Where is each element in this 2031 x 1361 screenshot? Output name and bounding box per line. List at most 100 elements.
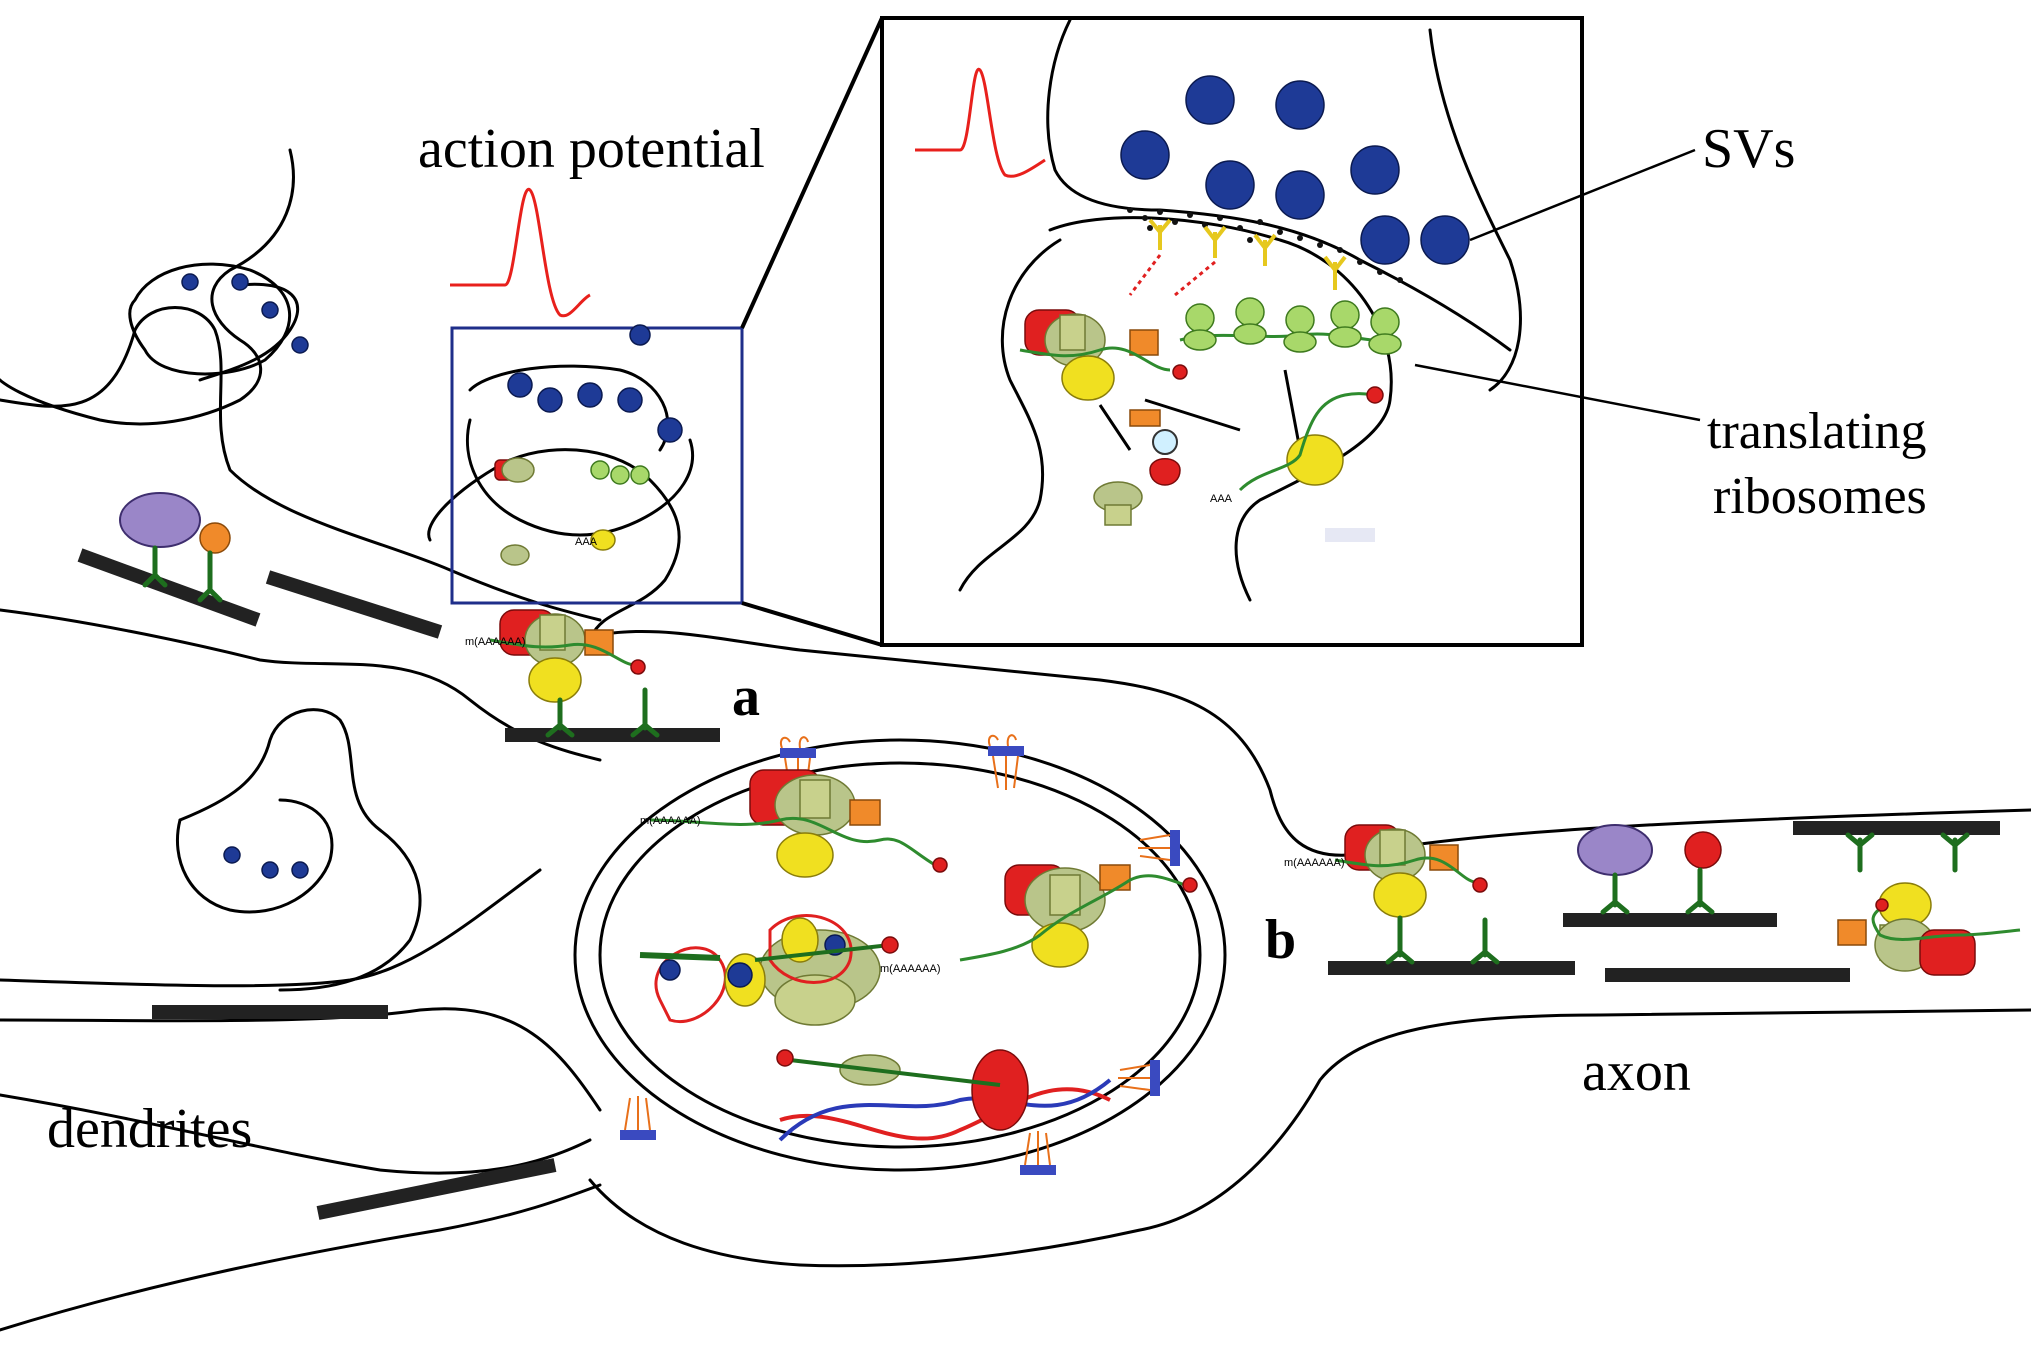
nuclear-envelope-inner <box>598 761 1202 1149</box>
synaptic-vesicle-icon <box>1275 170 1325 220</box>
ribosome-icon <box>1233 297 1267 345</box>
synaptic-vesicle-icon <box>1360 215 1410 265</box>
ribosome-icon <box>500 544 530 566</box>
label-dendrites: dendrites <box>47 1098 252 1160</box>
rna-granule-icon <box>1019 309 1188 401</box>
motor-protein-icon <box>1470 917 1500 965</box>
synaptic-vesicle-icon <box>291 861 309 879</box>
mitochondrion-icon <box>119 492 201 548</box>
label-action-potential: action potential <box>418 118 765 180</box>
synaptic-vesicle-icon <box>1350 145 1400 195</box>
synaptic-vesicle-icon <box>1205 160 1255 210</box>
inset-presynaptic-outline <box>1046 18 1522 392</box>
ribosome-icon <box>1183 303 1217 351</box>
nuclear-pore-icon <box>1020 1131 1056 1175</box>
motor-protein-icon <box>142 545 168 588</box>
dendritic-spine-outline <box>427 448 681 642</box>
synaptic-vesicle-icon <box>617 387 643 413</box>
motor-protein-icon <box>630 687 660 738</box>
inset-box-large: AAA <box>880 16 1584 647</box>
leader-line-ribosomes <box>1414 363 1701 422</box>
cargo-icon <box>1684 831 1722 869</box>
flow-arrow <box>1098 404 1132 451</box>
synaptic-vesicle-icon <box>577 382 603 408</box>
ribosome-icon <box>639 914 899 1026</box>
microtubule <box>265 570 443 639</box>
motor-protein-icon <box>1685 867 1715 915</box>
dendrite-main-outline-lower <box>0 1007 602 1112</box>
label-axon: axon <box>1582 1041 1691 1103</box>
synaptic-vesicle-icon <box>1420 215 1470 265</box>
motor-protein-icon <box>197 550 223 603</box>
action-potential-trace-icon <box>450 188 591 318</box>
action-potential-trace-icon <box>915 68 1046 178</box>
label-panel-b: b <box>1265 909 1296 971</box>
polyA-tail-label: m(AAAAAA) <box>880 963 941 975</box>
nuclear-envelope-outer <box>573 738 1227 1172</box>
microtubules <box>77 548 2000 1220</box>
zoom-connector-line <box>740 17 884 329</box>
ribosome-icon <box>501 457 535 483</box>
soma-outline-lower <box>588 1008 2031 1268</box>
rna-granule-icon: m(AAAAAA) <box>640 769 948 878</box>
inset-frame-large <box>880 16 1584 647</box>
phosphate-icon <box>1152 429 1178 455</box>
ribosome-icon <box>1104 504 1132 526</box>
dendrite-cargo <box>119 492 231 603</box>
nuclear-pore-icon <box>620 1096 656 1140</box>
soma-outline <box>578 629 2031 857</box>
rbp-icon <box>590 529 616 551</box>
rbp-icon <box>1149 458 1181 486</box>
polyA-tail-label: m(AAAAAA) <box>465 636 526 648</box>
axon-cargo: m(AAAAAA) <box>1284 824 2021 976</box>
rna-granule-icon: m(AAAAAA) <box>1284 824 1500 965</box>
synaptic-vesicle-icon <box>181 273 199 291</box>
nuclear-pore-icon <box>1138 830 1180 866</box>
motor-protein-icon <box>1385 915 1415 965</box>
rna-granule-icon <box>1837 832 2021 976</box>
synaptic-vesicle-icon <box>1120 130 1170 180</box>
presynaptic-terminal-lower-left <box>178 708 422 992</box>
rna-granule-icon: m(AAAAAA) <box>465 609 660 738</box>
cell-outlines <box>0 148 2031 1332</box>
synaptic-vesicle-icon <box>537 387 563 413</box>
dendrite-lower-outline-bottom <box>0 1183 602 1332</box>
inset-frame-small <box>450 326 744 605</box>
flow-arrow <box>1283 369 1302 451</box>
cap-icon <box>1366 386 1384 404</box>
flow-arrow <box>1144 398 1241 432</box>
ribosome-icon <box>1328 300 1362 348</box>
rbp-icon <box>1129 409 1161 427</box>
polyA-tail-label: AAA <box>1210 493 1233 505</box>
synaptic-vesicle-icon <box>231 273 249 291</box>
label-translating: translating <box>1707 403 1927 460</box>
receptor-icons <box>1148 218 1347 290</box>
signal-arrow <box>1174 260 1216 297</box>
dna-helix-icon <box>776 1049 1112 1142</box>
polyA-tail-label: m(AAAAAA) <box>1284 857 1345 869</box>
microtubule <box>77 548 261 627</box>
dendrite-main-outline <box>0 868 542 988</box>
motor-protein-icon <box>1600 872 1630 915</box>
cargo-icon <box>199 522 231 554</box>
mitochondrion-icon <box>1577 824 1653 876</box>
synaptic-vesicle-icon <box>1275 80 1325 130</box>
label-panel-a: a <box>732 666 760 728</box>
ribosome-icon <box>630 465 650 485</box>
inset-box-small: AAA <box>450 324 744 605</box>
synaptic-vesicle-icon <box>507 372 533 398</box>
dendrite-lower-outline <box>0 1093 592 1175</box>
inset-spine-outline <box>958 216 1393 602</box>
synaptic-vesicle-icon <box>223 846 241 864</box>
synaptic-vesicle-icon <box>1185 75 1235 125</box>
dendrite-upper-outline <box>0 306 602 622</box>
presynaptic-bouton-inner <box>128 262 291 376</box>
nuclear-pore-icon <box>1118 1060 1160 1096</box>
synaptic-vesicle-icon <box>261 861 279 879</box>
synaptic-vesicle-icon <box>629 324 651 346</box>
nucleus: m(AAAAAA) m(AAAAAA) <box>573 734 1227 1175</box>
microtubule <box>316 1158 557 1220</box>
nuclear-pore-icon <box>988 734 1024 790</box>
rna-granule-icon: m(AAAAAA) <box>880 864 1198 975</box>
